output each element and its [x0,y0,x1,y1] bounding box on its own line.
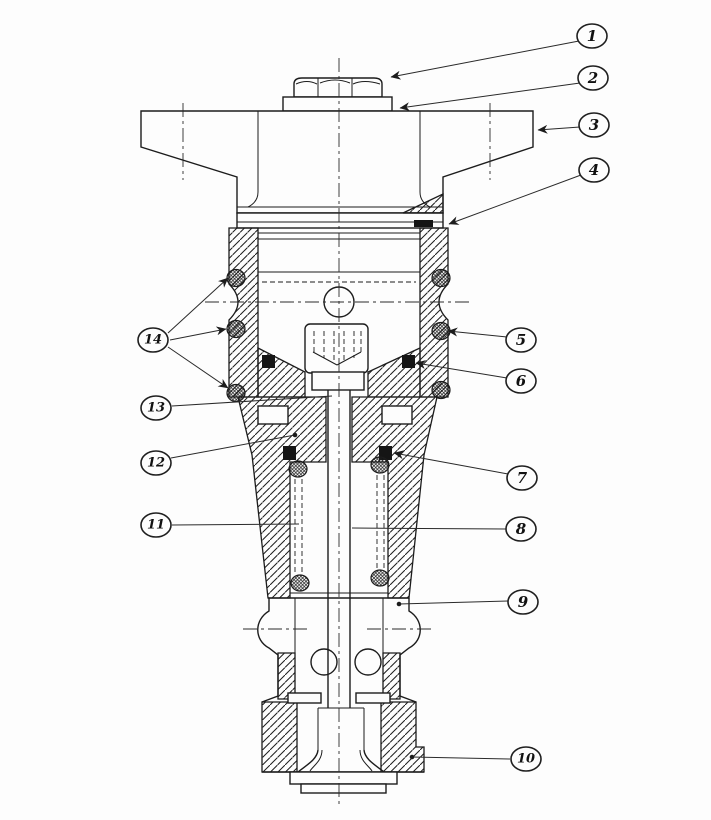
callout-number: 4 [589,161,599,179]
seal-ring-right [402,355,415,368]
callout-number: 1 [587,27,597,45]
cross-drilled-hole [354,648,382,676]
callout-number: 6 [516,372,527,390]
callout-balloon [140,395,172,421]
callout-balloon [140,450,172,476]
valve-insert [304,323,369,391]
o-ring [226,319,246,339]
gland-hatch-corner [402,192,444,214]
mounting-flange [140,103,534,214]
callout-number: 13 [147,401,165,416]
callout-number: 3 [589,116,599,134]
callout-13: 13 [140,395,333,421]
o-ring [431,321,451,341]
o-ring [226,383,246,403]
cross-drilled-hole [310,648,338,676]
callout-2: 2 [399,65,609,112]
callout-balloon [505,516,537,542]
spring-seat [288,460,308,478]
nozzle-nut [261,692,425,773]
callout-14: 14 [137,277,229,389]
callout-number: 8 [516,520,527,538]
mid-body-block [237,396,438,599]
callout-balloon [505,368,537,394]
callout-balloon [577,65,609,91]
callout-number: 12 [147,456,165,471]
bottom-retainer [289,771,398,794]
valve-stem [327,390,351,708]
flat-gasket-seal [414,220,433,227]
callout-balloon [507,589,539,615]
callout-3: 3 [537,112,610,138]
o-ring-seals [226,268,451,403]
body-top-band [236,192,444,229]
callout-balloon [506,465,538,491]
o-ring [431,268,451,288]
callout-balloon [510,746,542,772]
callout-number: 10 [517,752,535,767]
seal-ring-left [262,355,275,368]
o-ring [226,268,246,288]
spring-seat [370,456,390,474]
callout-balloon [140,512,172,538]
callout-number: 2 [587,69,598,87]
callout-1: 1 [390,23,608,80]
washer-plate [282,96,393,112]
callout-6: 6 [415,360,537,394]
spring-seat [370,569,390,587]
callout-balloon [576,23,608,49]
callout-7: 7 [393,450,538,491]
callout-11: 11 [140,512,300,538]
callout-balloon [578,112,610,138]
hex-cap-nut [293,77,383,98]
callout-balloon [505,327,537,353]
mid-shoulders [257,346,421,398]
stem-seal-right [379,446,392,460]
callout-number: 7 [517,469,528,487]
callout-balloon [137,327,169,353]
callout-number: 9 [518,593,529,611]
callout-number: 14 [144,333,162,348]
callout-8: 8 [351,516,537,542]
callout-12: 12 [140,432,298,476]
callout-balloon [578,157,610,183]
callout-4: 4 [448,157,610,225]
o-ring [431,380,451,400]
callout-number: 5 [516,331,526,349]
spring-seat [290,574,310,592]
callout-10: 10 [409,746,542,772]
callout-9: 9 [396,589,539,615]
callout-5: 5 [447,327,537,353]
stem-seal-left [283,446,296,460]
callout-number: 11 [147,518,165,533]
